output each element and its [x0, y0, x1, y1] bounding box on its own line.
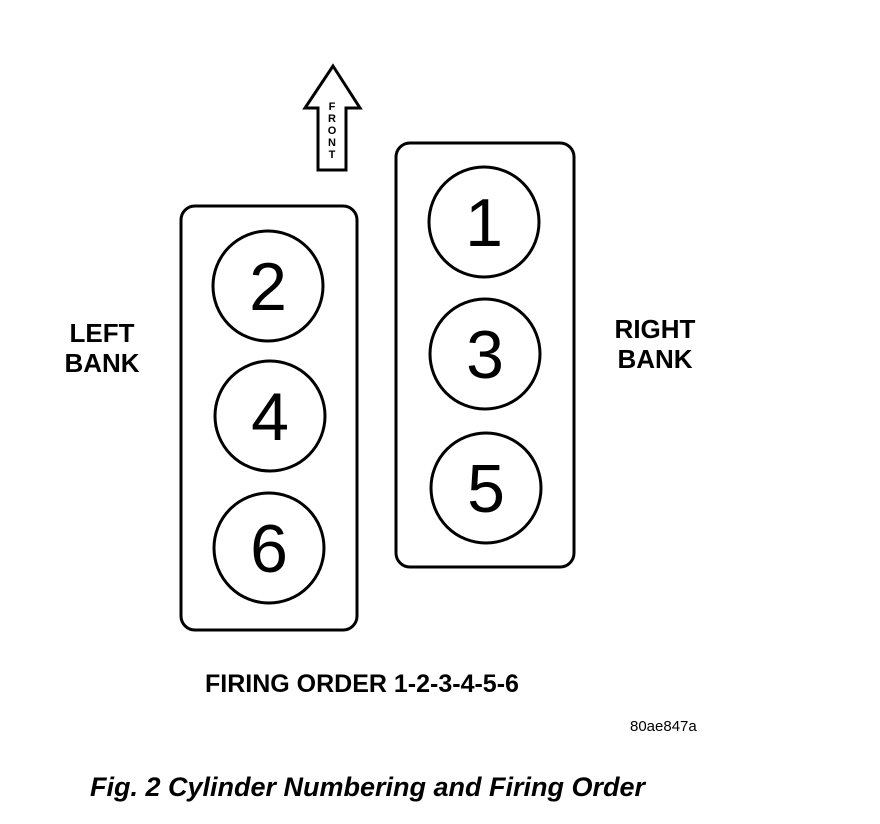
front-letter: R: [328, 113, 336, 125]
front-letter: N: [328, 137, 336, 149]
front-letter: O: [328, 125, 337, 137]
cylinder-1: 1: [427, 165, 541, 279]
right-bank-label-line2: BANK: [617, 344, 693, 374]
cylinder-number: 1: [465, 185, 503, 261]
right-bank-label: RIGHT BANK: [600, 314, 710, 374]
cylinder-4: 4: [213, 359, 327, 473]
cylinder-number: 2: [249, 249, 287, 325]
cylinder-3: 3: [428, 297, 542, 411]
front-letter: T: [329, 149, 336, 161]
front-letter: F: [329, 101, 336, 113]
left-bank-block: [179, 204, 359, 632]
cylinder-5: 5: [429, 431, 543, 545]
cylinder-number: 5: [467, 451, 505, 527]
right-bank-label-line1: RIGHT: [614, 314, 696, 344]
cylinder-number: 6: [250, 511, 288, 587]
cylinder-2: 2: [211, 229, 325, 343]
cylinder-6: 6: [212, 491, 326, 605]
figure-caption: Fig. 2 Cylinder Numbering and Firing Ord…: [90, 772, 646, 802]
right-bank-block: [394, 141, 576, 569]
left-bank-label-line2: BANK: [64, 348, 140, 378]
cylinder-number: 4: [251, 379, 289, 455]
left-bank-label-line1: LEFT: [69, 318, 135, 348]
reference-code: 80ae847a: [630, 718, 697, 735]
firing-order-text: FIRING ORDER 1-2-3-4-5-6: [205, 670, 519, 698]
cylinder-number: 3: [466, 317, 504, 393]
left-bank-label: LEFT BANK: [52, 318, 152, 378]
